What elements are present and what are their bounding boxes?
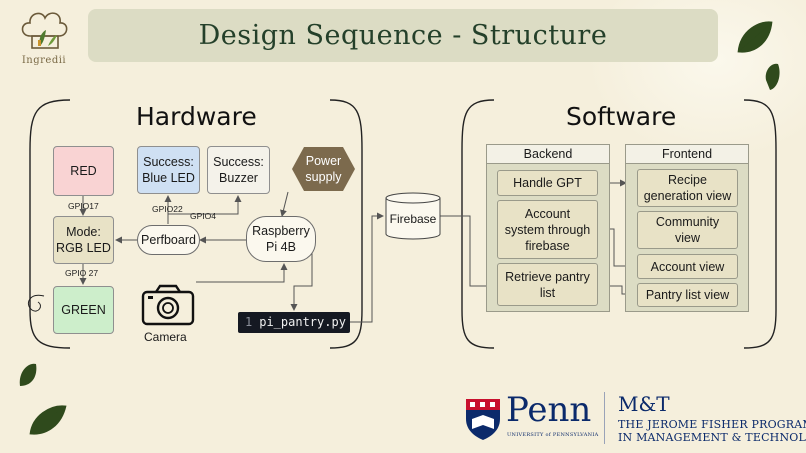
ingredii-logo: Ingredii [16, 6, 72, 66]
perfboard-label: Perfboard [141, 233, 196, 247]
logo-divider [604, 392, 605, 444]
backend-header: Backend [487, 145, 609, 164]
code-filename: pi_pantry.py [259, 315, 346, 329]
chef-hat-icon [21, 12, 68, 49]
gpio4-label: GPIO4 [190, 211, 216, 221]
hardware-frame [29, 99, 71, 349]
red-led-label: RED [70, 164, 97, 178]
hardware-title: Hardware [136, 102, 257, 131]
rgb-led-label: Mode: RGB LED [56, 225, 111, 255]
mt-program-line2: IN MANAGEMENT & TECHNOLOGY [618, 431, 806, 444]
backend-item-label: Retrieve pantry list [505, 269, 590, 300]
backend-item: Retrieve pantry list [497, 263, 598, 306]
backend-item-label: Account system through firebase [504, 206, 591, 253]
power-supply: Power supply [292, 147, 355, 191]
frontend-item-label: Pantry list view [645, 288, 730, 302]
leaf-icon [29, 405, 67, 435]
leaf-icon [19, 363, 37, 386]
tendril-icon [28, 294, 45, 312]
frontend-header: Frontend [626, 145, 748, 164]
page-title: Design Sequence - Structure [198, 20, 608, 51]
buzzer-box: Success: Buzzer [207, 146, 270, 194]
penn-subtitle: UNIVERSITY of PENNSYLVANIA [507, 432, 599, 438]
firebase-database-icon [385, 192, 441, 240]
backend-item: Account system through firebase [497, 200, 598, 259]
red-led-box: RED [53, 146, 114, 196]
green-led-box: GREEN [53, 286, 114, 334]
camera-icon [141, 284, 195, 326]
mt-wordmark: M&T [618, 392, 670, 416]
frontend-item: Pantry list view [637, 283, 738, 307]
backend-item-label: Handle GPT [513, 176, 582, 190]
blue-led-box: Success: Blue LED [137, 146, 200, 194]
frontend-item-label: Community view [655, 215, 720, 245]
rgb-led-box: Mode: RGB LED [53, 216, 114, 264]
leaf-icon [737, 21, 773, 53]
raspberry-pi-node: Raspberry Pi 4B [246, 216, 316, 262]
gpio17-label: GPIO17 [68, 201, 99, 211]
frontend-item-label: Recipe generation view [643, 173, 732, 203]
title-bar: Design Sequence - Structure [88, 9, 718, 62]
frontend-item: Account view [637, 254, 738, 279]
leaf-icon [765, 63, 780, 90]
software-frame [461, 99, 495, 349]
blue-led-label: Success: Blue LED [142, 155, 195, 185]
power-supply-label: Power supply [305, 154, 342, 184]
frontend-item-label: Account view [650, 259, 725, 274]
penn-shield-icon [466, 399, 500, 440]
buzzer-label: Success: Buzzer [213, 155, 264, 185]
code-file-snippet: 1 pi_pantry.py [238, 312, 350, 333]
software-title: Software [566, 102, 677, 131]
camera-label: Camera [144, 330, 187, 344]
green-led-label: GREEN [61, 303, 106, 317]
raspberry-pi-label: Raspberry Pi 4B [252, 224, 310, 254]
backend-item: Handle GPT [497, 170, 598, 196]
frontend-item: Recipe generation view [637, 169, 738, 207]
penn-wordmark: Penn [506, 390, 592, 430]
code-line-number: 1 [245, 315, 253, 329]
firebase-label: Firebase [389, 212, 437, 226]
perfboard-node: Perfboard [137, 225, 200, 255]
power-supply-hexagon [292, 147, 355, 191]
logo-wordmark: Ingredii [21, 55, 67, 66]
gpio22-label: GPIO22 [152, 204, 183, 214]
frontend-item: Community view [637, 211, 738, 249]
gpio27-label: GPIO 27 [65, 268, 99, 278]
mt-program-line1: THE JEROME FISHER PROGRAM [618, 418, 806, 431]
